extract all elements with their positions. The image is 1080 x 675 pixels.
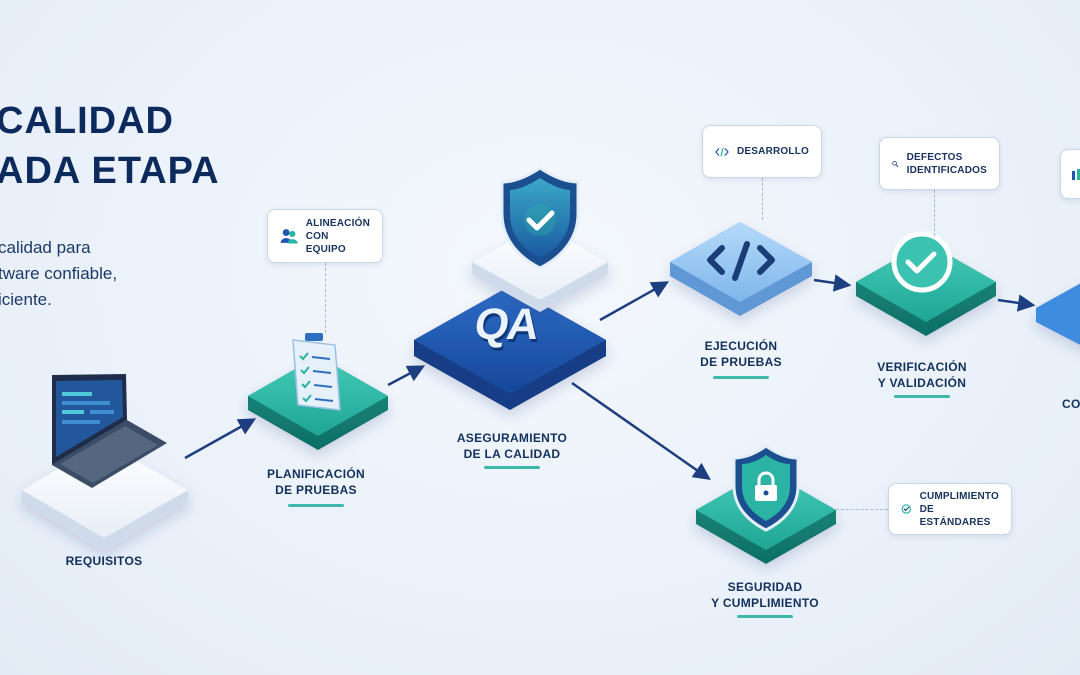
callout-cumplimiento: CUMPLIMIENTO DE ESTÁNDARES — [888, 483, 1012, 535]
label-planificacion-line-1: PLANIFICACIÓN — [267, 467, 365, 481]
callout-cumplimiento-line-2: DE ESTÁNDARES — [919, 503, 991, 528]
arrow-ejecucion-verificacion — [813, 274, 852, 292]
arrow-verificacion-next — [997, 294, 1036, 312]
label-aseguramiento-line-1: ASEGURAMIENTO — [456, 431, 568, 445]
callout-desarrollo-line-1: DESARROLLO — [737, 146, 809, 157]
label-verificacion-line-1: VERIFICACIÓN — [877, 360, 967, 374]
callout-alineacion-line-1: ALINEACIÓN — [305, 217, 370, 229]
label-requisitos: REQUISITOS — [44, 553, 164, 569]
magnifier-icon — [892, 160, 899, 167]
label-cortado: CO — [1062, 396, 1080, 412]
page-title-line-2: ADA ETAPA — [0, 150, 220, 192]
underline-ejecucion — [713, 376, 769, 379]
label-verificacion: VERIFICACIÓN Y VALIDACIÓN — [862, 359, 982, 391]
qa-badge: QA — [471, 300, 541, 349]
chart-icon — [1072, 169, 1080, 180]
label-ejecucion-line-1: EJECUCIÓN — [704, 339, 778, 353]
callout-defectos-line-2: IDENTIFICADOS — [906, 164, 987, 176]
shield-check-icon — [500, 166, 580, 270]
callout-defectos-line-1: DEFECTOS — [906, 151, 963, 163]
arrow-qa-seguridad — [571, 381, 711, 481]
platform-cortado — [1036, 283, 1080, 345]
shield-lock-icon — [732, 444, 800, 532]
label-seguridad: SEGURIDAD Y CUMPLIMIENTO — [705, 579, 825, 611]
check-circle-icon — [891, 231, 953, 293]
callout-connector-desarrollo — [762, 178, 763, 220]
callout-desarrollo: DESARROLLO — [702, 125, 822, 178]
platform-aseguramiento — [414, 286, 606, 410]
label-requisitos-line-1: REQUISITOS — [65, 554, 143, 568]
arrow-requisitos-planificacion — [184, 418, 257, 460]
team-icon — [280, 229, 298, 244]
callout-alineacion-line-2: CON EQUIPO — [305, 230, 346, 255]
laptop-icon — [52, 374, 167, 488]
label-verificacion-line-2: Y VALIDACIÓN — [877, 376, 967, 390]
label-ejecucion: EJECUCIÓN DE PRUEBAS — [681, 338, 801, 370]
callout-cortado — [1060, 149, 1080, 199]
underline-seguridad — [737, 615, 793, 618]
callout-connector-defectos — [934, 190, 935, 236]
callout-cumplimiento-line-1: CUMPLIMIENTO — [919, 490, 999, 502]
label-seguridad-line-2: Y CUMPLIMIENTO — [711, 596, 819, 610]
page-title-line-1: CALIDAD — [0, 100, 174, 142]
label-aseguramiento-line-2: DE LA CALIDAD — [463, 447, 561, 461]
underline-aseguramiento — [484, 466, 540, 469]
code-icon — [715, 147, 729, 156]
label-aseguramiento: ASEGURAMIENTO DE LA CALIDAD — [452, 430, 572, 462]
label-cortado-line-1: CO — [1062, 397, 1080, 411]
underline-verificacion — [894, 395, 950, 398]
code-icon — [707, 241, 775, 281]
subtitle-line-3: iciente. — [0, 290, 52, 309]
arrow-qa-ejecucion — [599, 281, 670, 322]
label-planificacion-line-2: DE PRUEBAS — [275, 483, 357, 497]
underline-planificacion — [288, 504, 344, 507]
clipboard-checklist-icon — [292, 333, 341, 411]
connector-arrows — [184, 274, 1036, 481]
label-planificacion: PLANIFICACIÓN DE PRUEBAS — [256, 466, 376, 498]
subtitle-line-1: calidad para — [0, 238, 91, 257]
callout-defectos: DEFECTOS IDENTIFICADOS — [879, 137, 1000, 190]
callout-connector-alineacion — [325, 263, 326, 333]
callout-alineacion: ALINEACIÓN CON EQUIPO — [267, 209, 383, 263]
label-seguridad-line-1: SEGURIDAD — [727, 580, 803, 594]
check-circle-icon — [901, 504, 912, 514]
callout-connector-cumplimiento — [836, 509, 888, 510]
label-ejecucion-line-2: DE PRUEBAS — [700, 355, 782, 369]
arrow-planificacion-qa — [387, 365, 426, 387]
subtitle-line-2: tware confiable, — [0, 264, 118, 283]
